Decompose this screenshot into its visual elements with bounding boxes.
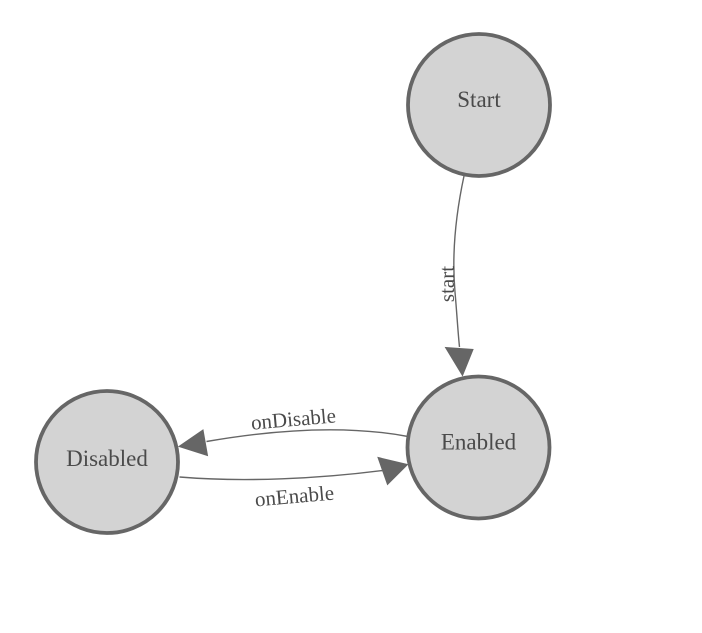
state-node-enabled[interactable]: Enabled bbox=[405, 374, 552, 521]
edge-start-to-enabled: start bbox=[435, 175, 474, 377]
state-label-start: Start bbox=[457, 87, 501, 112]
state-circle-enabled[interactable] bbox=[405, 374, 552, 521]
state-label-disabled: Disabled bbox=[66, 446, 148, 471]
edge-label-onenable: onEnable bbox=[254, 481, 335, 512]
state-circle-disabled[interactable] bbox=[34, 389, 180, 535]
state-circle-start[interactable] bbox=[406, 32, 552, 178]
state-node-start[interactable]: Start bbox=[406, 32, 552, 178]
arrowhead-into-enabled bbox=[444, 346, 474, 377]
arrowhead-into-enabled-left bbox=[377, 456, 409, 486]
edge-onenable-line bbox=[179, 469, 383, 481]
edge-enabled-to-disabled: onDisable bbox=[177, 403, 409, 457]
edge-label-start: start bbox=[435, 266, 459, 302]
edge-ondisable-line bbox=[206, 429, 409, 443]
state-label-enabled: Enabled bbox=[441, 430, 517, 455]
arrowhead-into-disabled bbox=[177, 429, 209, 457]
edge-start-line bbox=[453, 175, 465, 348]
edge-disabled-to-enabled: onEnable bbox=[179, 456, 409, 512]
state-node-disabled[interactable]: Disabled bbox=[34, 389, 180, 535]
